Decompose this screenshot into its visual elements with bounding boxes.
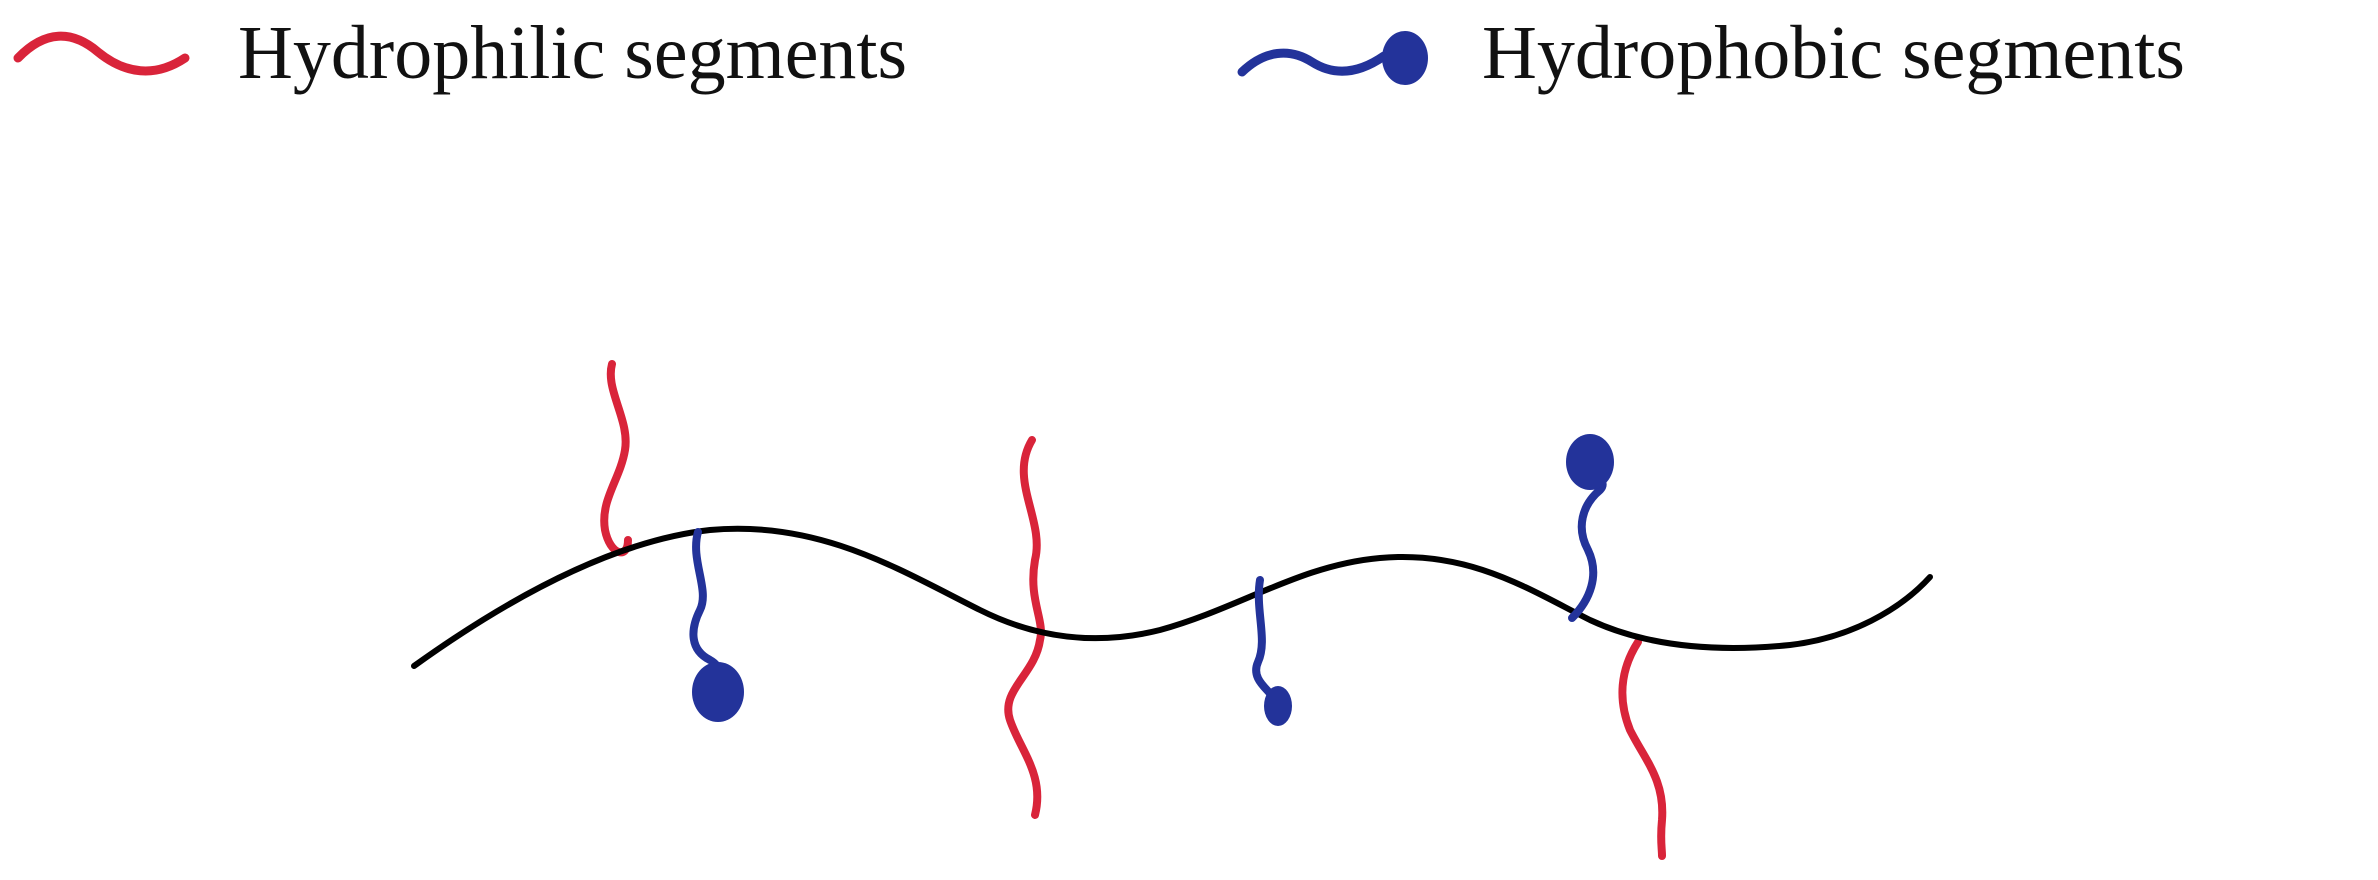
legend-hydrophilic-symbol: [13, 31, 190, 76]
hydrophilic-chain: [1004, 436, 1045, 819]
hydrophobic-chain: [1566, 434, 1614, 622]
polymer-backbone: [411, 525, 1933, 669]
legend-hydrophobic-label: Hydrophobic segments: [1482, 11, 2185, 95]
legend-hydrophobic-symbol: [1237, 31, 1428, 85]
legend-hydrophilic-label: Hydrophilic segments: [238, 11, 908, 95]
hydrophilic-chain: [600, 360, 632, 557]
hydrophobic-chain: [689, 528, 744, 722]
hydrophobic-chain: [1252, 576, 1292, 726]
hydrophilic-chain: [1618, 638, 1667, 860]
